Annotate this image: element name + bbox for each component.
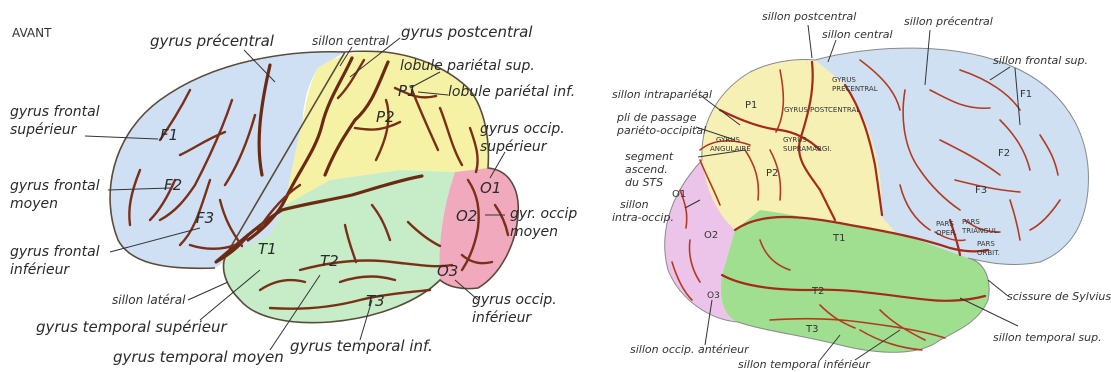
code-O3-r: O3 [707,291,720,301]
code-O2-r: O2 [704,230,718,241]
label-gyrus-postcentral-r: GYRUS POSTCENTRAL [784,106,860,114]
code-P2: P2 [376,108,395,126]
code-T2: T2 [320,252,339,270]
label-gyrus-frontal-inf-2: inférieur [10,262,70,278]
label-segment-2: ascend. [625,163,668,176]
label-gyrus-occip-inf-1: gyrus occip. [472,292,557,308]
label-pars-orbit-2: ORBIT. [977,249,1000,257]
label-sillon-intraparietal: sillon intrapariétal [612,88,712,101]
label-pars-triang-1: PARS [962,218,980,226]
code-P1-r: P1 [745,100,757,111]
left-brain: AVANT gyrus précentral sillon central gy… [10,23,577,366]
code-O3: O3 [437,262,458,280]
label-gyrus-supramarg-2: SUPRAMARGI. [783,145,832,153]
code-T3-r: T3 [805,324,818,335]
label-gyrus-occip-inf-2: inférieur [472,310,532,326]
code-T1: T1 [258,240,277,258]
label-segment-3: du STS [625,176,663,189]
label-pars-oper-2: OPER. [936,229,957,237]
code-F1: F1 [160,126,178,144]
label-sillon-temporal-inf: sillon temporal inférieur [738,358,871,371]
label-segment-1: segment [625,150,674,163]
label-lobule-parietal-inf: lobule pariétal inf. [448,84,575,100]
label-gyrus-supramarg-1: GYRUS [783,136,807,144]
label-gyrus-frontal-sup-1: gyrus frontal [10,104,100,120]
label-gyrus-frontal-inf-1: gyrus frontal [10,244,100,260]
label-gyrus-temporal-moy: gyrus temporal moyen [113,348,284,366]
label-sillon-intra-1: sillon [620,198,649,211]
label-pli-passage-1: pli de passage [616,111,697,124]
code-P1: P1 [398,82,417,100]
label-gyrus-occip-sup-1: gyrus occip. [480,121,565,137]
label-gyr-occip-moy-1: gyr. occip [510,206,577,222]
label-gyrus-temporal-sup: gyrus temporal supérieur [36,318,228,336]
code-O1-r: O1 [672,189,686,200]
label-sillon-central: sillon central [312,34,390,48]
label-gyrus-angulaire-2: ANGULAIRE [710,145,751,153]
code-O1: O1 [480,179,501,197]
label-lobule-parietal-sup: lobule pariétal sup. [400,58,535,74]
label-pars-oper-1: PARS [936,220,954,228]
code-F3: F3 [196,209,214,227]
code-T2-r: T2 [811,286,824,297]
code-P2-r: P2 [766,168,778,179]
label-gyrus-frontal-moy-2: moyen [10,196,58,212]
label-sillon-central-r: sillon central [822,28,893,41]
label-scissure-sylvius: scissure de Sylvius [1007,290,1111,303]
code-F3-r: F3 [975,185,987,196]
label-pars-triang-2: TRIANGUL. [961,227,1000,235]
code-O2: O2 [456,207,477,225]
label-gyrus-frontal-sup-2: supérieur [10,122,78,138]
label-gyrus-postcentral: gyrus postcentral [401,23,533,41]
label-gyrus-precentral-r-1: GYRUS [832,76,856,84]
label-gyrus-angulaire-1: GYRUS [716,136,740,144]
label-pli-passage-2: pariéto-occipital [616,124,706,137]
label-gyrus-occip-sup-2: supérieur [480,139,548,155]
label-sillon-frontal-sup: sillon frontal sup. [993,54,1088,67]
code-F2: F2 [164,176,182,194]
label-sillon-precentral: sillon précentral [904,15,993,28]
code-F2-r: F2 [998,148,1010,159]
code-F1-r: F1 [1020,89,1032,100]
label-sillon-intra-2: intra-occip. [612,211,674,224]
label-gyr-occip-moy-2: moyen [510,224,558,240]
label-pars-orbit-1: PARS [977,240,995,248]
label-sillon-temporal-sup: sillon temporal sup. [993,331,1102,344]
label-gyrus-frontal-moy-1: gyrus frontal [10,178,100,194]
code-T3: T3 [366,292,385,310]
avant-label: AVANT [12,26,52,40]
right-brain: sillon postcentral sillon central sillon… [612,10,1111,371]
label-sillon-lateral: sillon latéral [112,293,186,307]
label-gyrus-precentral: gyrus précentral [150,32,275,50]
label-gyrus-precentral-r-2: PRECENTRAL [832,85,878,93]
label-gyrus-temporal-inf: gyrus temporal inf. [290,337,433,355]
code-T1-r: T1 [832,233,845,244]
label-sillon-occip-ant: sillon occip. antérieur [630,343,750,356]
label-sillon-postcentral: sillon postcentral [762,10,856,23]
